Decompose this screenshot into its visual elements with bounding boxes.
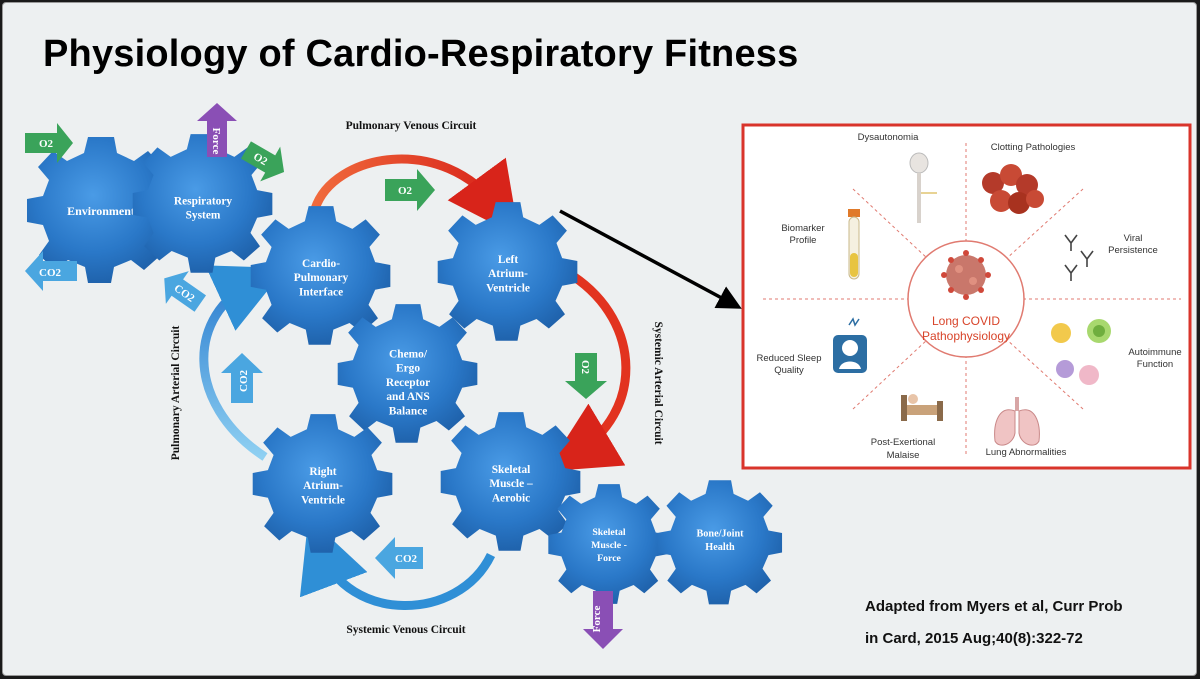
citation-line1: Adapted from Myers et al, Curr Prob [865,598,1123,615]
gear-respiratory: Respiratory System [132,134,273,273]
covid-autoimmune-line2: Function [1137,359,1173,370]
gear-respiratory-line2: System [186,210,221,222]
o2-arrow-pulmonary-venous: O2 [385,169,435,211]
covid-sleep-line2: Quality [774,365,804,376]
test-tube-icon [848,209,860,280]
spine-icon [909,152,937,223]
co2-arrow-environment: CO2 [25,251,77,291]
covid-biomarker-line2: Profile [790,235,817,246]
gear-bone-line2: Health [705,542,735,553]
o2-arrow-environment: O2 [25,123,73,163]
gear-chemo-line2: Ergo [396,363,420,375]
immune-cells-icon [1051,319,1111,385]
gear-right-line3: Ventricle [301,494,345,506]
gear-left-line3: Ventricle [486,282,530,294]
gear-environment-label: Environment [67,204,135,218]
gear-right-line2: Atrium- [303,480,343,492]
gear-force-line2: Muscle - [591,540,627,551]
gear-respiratory-line1: Respiratory [174,195,233,207]
gear-bone-line1: Bone/Joint [697,528,745,539]
sleep-person-icon [833,317,867,373]
gear-aerobic-line1: Skeletal [492,464,531,476]
lungs-icon [994,397,1040,446]
covid-sleep-line1: Reduced Sleep [757,353,822,364]
covid-viral-line2: Persistence [1108,245,1158,256]
gear-environment: Environment [27,137,174,283]
pulmonary-arterial-label: Pulmonary Arterial Circuit [170,326,182,461]
gear-force-line3: Force [597,553,621,564]
gear-left-line1: Left [498,254,518,266]
gear-left-atrium: Left Atrium- Ventricle [437,202,578,341]
gear-chemo: Chemo/ Ergo Receptor and ANS Balance [337,304,478,443]
citation-line2: in Card, 2015 Aug;40(8):322-72 [865,630,1083,647]
gear-force-line1: Skeletal [592,527,626,538]
gear-cardio-line2: Pulmonary [294,272,349,284]
gear-skeletal-aerobic: Skeletal Muscle – Aerobic [440,412,581,551]
covid-post-exertional-line2: Malaise [887,450,920,461]
systemic-venous-arc [299,517,496,610]
gear-chemo-line3: Receptor [386,377,430,389]
gear-right-atrium: Right Atrium- Ventricle [252,414,393,553]
gear-chemo-line1: Chemo/ [389,348,428,360]
force-arrow-skeletal-label: Force [591,606,603,633]
pulmonary-arterial-arc [199,265,286,461]
systemic-arterial-arc [545,272,631,472]
o2-arrow-systemic-arterial: O2 [565,353,607,399]
gear-left-line2: Atrium- [488,268,528,280]
force-arrow-skeletal: Force [583,591,623,649]
co2-arrow-systemic-venous-label: CO2 [395,553,418,565]
bed-icon [901,394,943,421]
covid-clotting-label: Clotting Pathologies [991,142,1076,153]
virus-icon [941,250,991,300]
covid-viral-line1: Viral [1124,233,1143,244]
o2-arrow-systemic-arterial-label: O2 [579,360,591,375]
covid-divider-lines [763,143,1181,455]
gear-bone-joint: Bone/Joint Health [657,480,783,605]
covid-panel: Long COVID Pathophysiology Dysautonomia … [741,123,1192,470]
covid-center-line1: Long COVID [932,314,1000,328]
covid-dysautonomia-label: Dysautonomia [858,132,919,143]
gear-skeletal-force: Skeletal Muscle - Force [548,484,669,604]
covid-post-exertional-line1: Post-Exertional [871,437,935,448]
co2-arrow-pulmonary-arterial-label: CO2 [238,370,250,393]
force-arrow-respiratory: Force [197,103,237,157]
gear-chemo-line4: and ANS [386,391,429,403]
gear-chemo-line5: Balance [389,405,428,417]
antibody-icon [1064,234,1094,281]
slide-title: Physiology of Cardio-Respiratory Fitness [43,33,799,75]
systemic-venous-label: Systemic Venous Circuit [346,624,465,636]
pulmonary-venous-label: Pulmonary Venous Circuit [346,120,477,132]
o2-arrow-respiratory: O2 [240,141,285,182]
gear-cardio-line1: Cardio- [302,258,340,270]
clotting-icon [982,164,1044,214]
covid-biomarker-line1: Biomarker [781,223,824,234]
co2-arrow-pulmonary-arterial: CO2 [221,353,263,403]
diagram-canvas: Pulmonary Venous Circuit Systemic Venous… [25,103,1192,649]
pulmonary-venous-arc [310,154,520,238]
o2-arrow-pulmonary-venous-label: O2 [398,185,413,197]
co2-arrow-systemic-venous: CO2 [375,537,423,579]
covid-lung-label: Lung Abnormalities [986,447,1067,458]
covid-autoimmune-line1: Autoimmune [1128,347,1181,358]
citation: Adapted from Myers et al, Curr Prob in C… [865,591,1195,655]
systemic-arterial-label: Systemic Arterial Circuit [652,321,664,444]
force-arrow-respiratory-label: Force [210,128,222,155]
co2-arrow-environment-label: CO2 [39,267,62,279]
gear-right-line1: Right [309,466,336,478]
gear-cardio-line3: Interface [299,286,343,298]
gear-aerobic-line3: Aerobic [492,492,530,504]
covid-center-line2: Pathophysiology [922,329,1010,343]
o2-arrow-environment-label: O2 [39,138,54,150]
gear-aerobic-line2: Muscle – [489,478,533,490]
pointer-arrow [559,209,742,309]
co2-arrow-cardio: CO2 [164,271,207,312]
gear-cardio-pulmonary: Cardio- Pulmonary Interface [250,206,391,345]
